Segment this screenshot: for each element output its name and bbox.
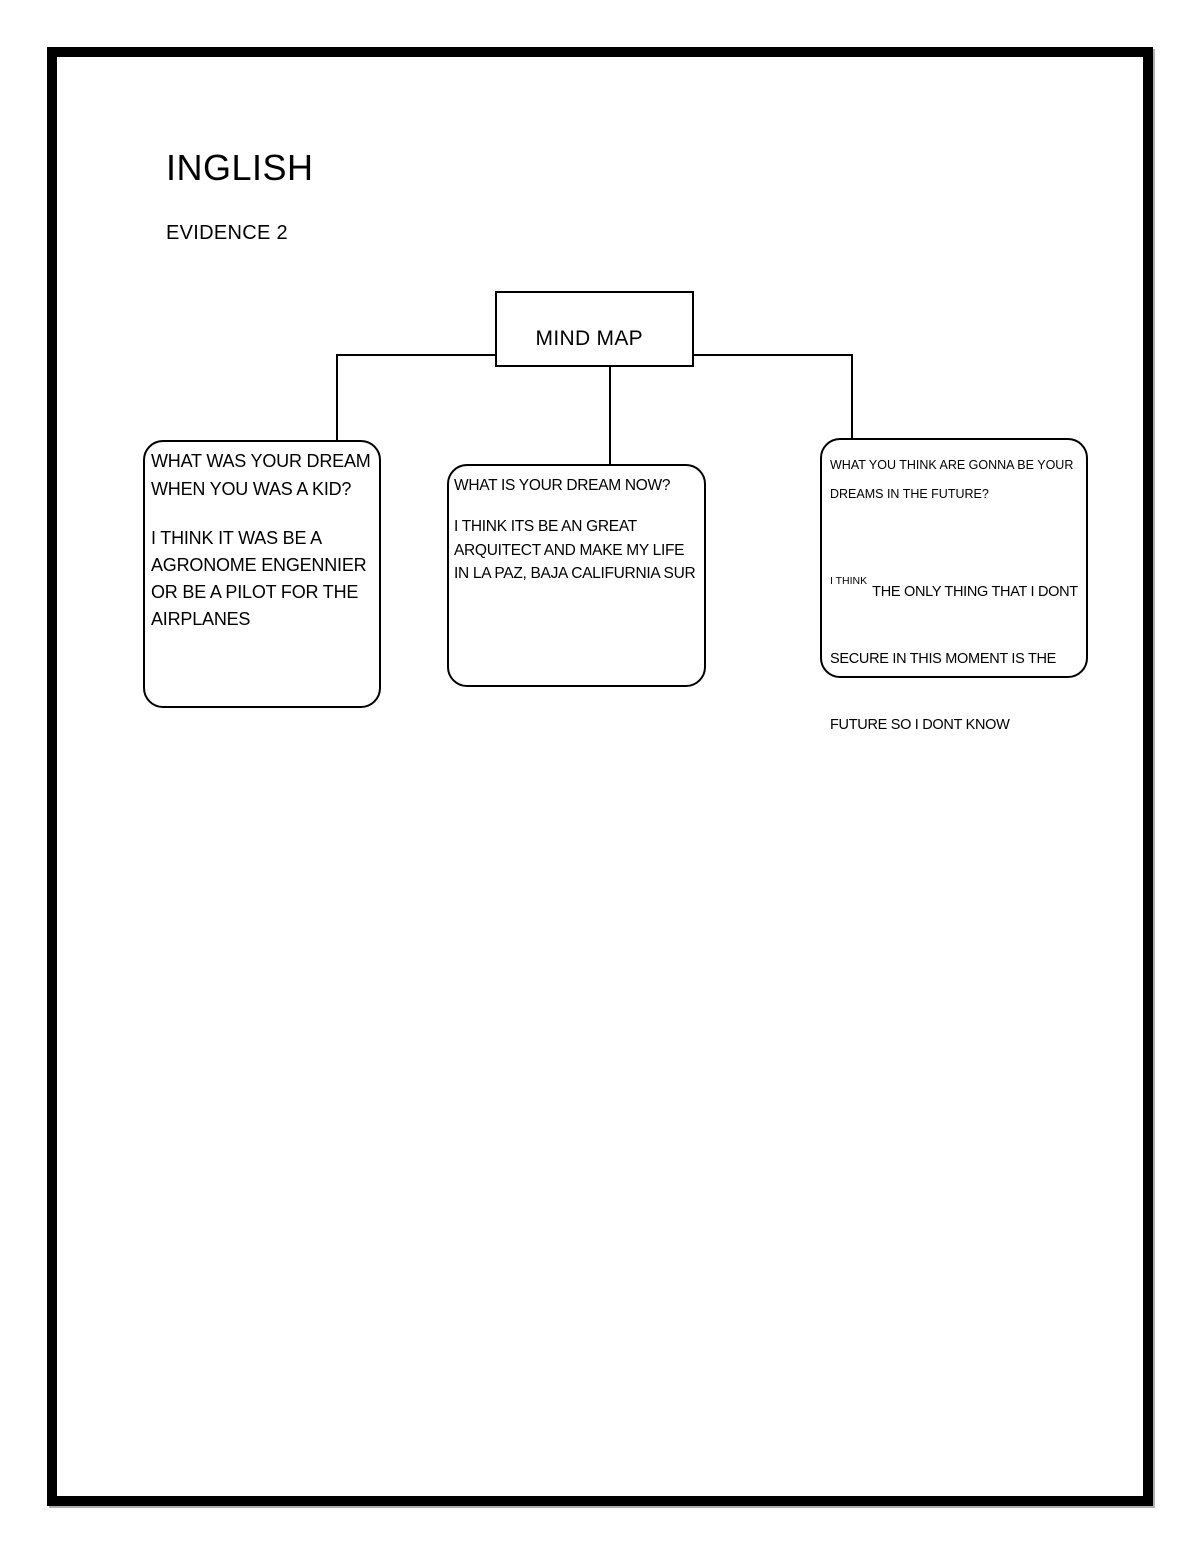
connector-left-horizontal: [336, 354, 497, 356]
answer-text: I THINK ITS BE AN GREAT ARQUITECT AND MA…: [454, 518, 696, 582]
answer-text: I THINK IT WAS BE A AGRONOME ENGENNIER O…: [151, 528, 367, 629]
connector-left-vertical: [336, 354, 338, 442]
answer-text: I THINK THE ONLY THING THAT I DONT SECURE…: [830, 537, 1082, 780]
question-text: WHAT WAS YOUR DREAM WHEN YOU WAS A KID?: [151, 451, 371, 499]
answer-line-1: I THINK THE ONLY THING THAT I DONT: [830, 575, 1082, 604]
connector-right-vertical: [851, 354, 853, 440]
answer-intro-text: I THINK: [830, 575, 868, 587]
page-frame: [47, 47, 1153, 1506]
evidence-label: EVIDENCE 2: [166, 222, 288, 244]
answer-line-2: SECURE IN THIS MOMENT IS THE: [830, 651, 1057, 667]
question-text: WHAT IS YOUR DREAM NOW?: [454, 477, 671, 494]
connector-center-vertical: [609, 365, 611, 466]
answer-line-3: FUTURE SO I DONT KNOW: [830, 717, 1010, 733]
node-kid-dream: WHAT WAS YOUR DREAM WHEN YOU WAS A KID? …: [143, 440, 381, 708]
node-future-dreams: WHAT YOU THINK ARE GONNA BE YOUR DREAMS …: [820, 438, 1088, 733]
question-text: WHAT YOU THINK ARE GONNA BE YOUR DREAMS …: [830, 458, 1074, 501]
connector-right-horizontal: [692, 354, 853, 356]
mind-map-root-label: MIND MAP: [535, 327, 643, 350]
node-dream-now: WHAT IS YOUR DREAM NOW? I THINK ITS BE A…: [447, 464, 706, 687]
page-title: INGLISH: [166, 147, 314, 188]
mind-map-root-node: MIND MAP: [495, 291, 694, 367]
answer-line-text: THE ONLY THING THAT I DONT: [872, 584, 1078, 600]
